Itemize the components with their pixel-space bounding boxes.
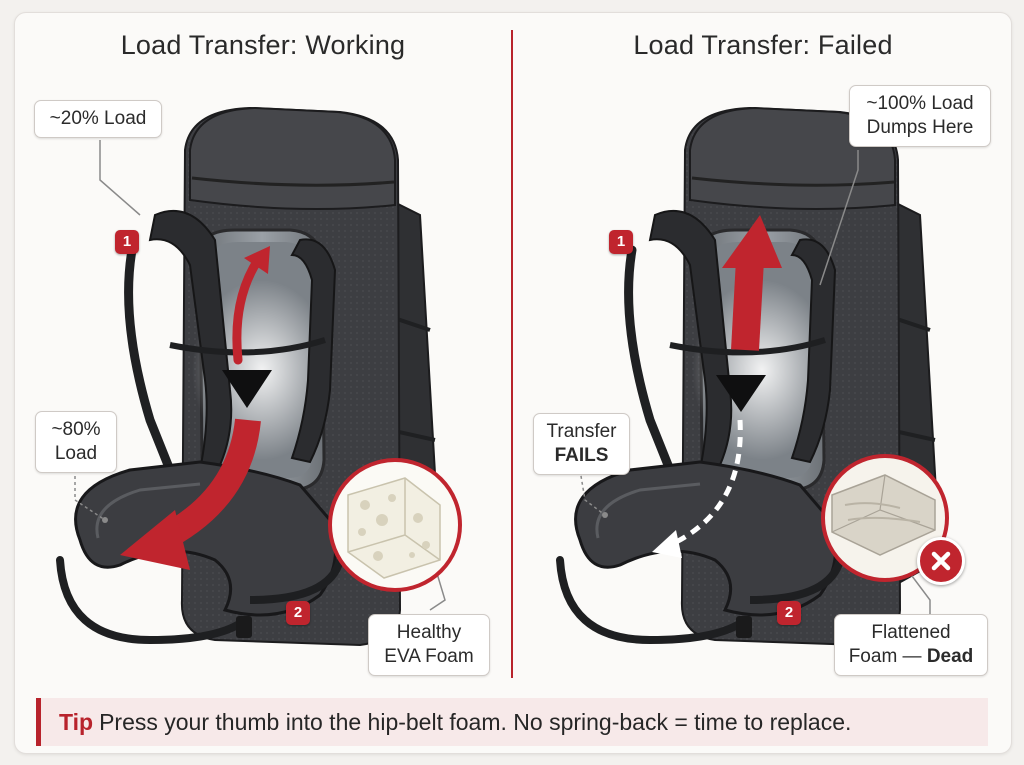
right-panel-title: Load Transfer: Failed bbox=[633, 30, 893, 60]
callout-fails-line2: FAILS bbox=[554, 445, 609, 466]
callout-healthy-line2: EVA Foam bbox=[384, 646, 474, 667]
right-badge-1: 1 bbox=[609, 230, 633, 254]
callout-80-percent-load: ~80% Load bbox=[35, 411, 117, 473]
callout-dead-line1: Flattened bbox=[871, 622, 951, 643]
left-badge-1: 1 bbox=[115, 230, 139, 254]
callout-20-percent-load: ~20% Load bbox=[34, 100, 162, 138]
callout-healthy-foam: Healthy EVA Foam bbox=[368, 614, 490, 676]
callout-80-line2: Load bbox=[54, 443, 98, 464]
x-mark-icon bbox=[917, 537, 965, 585]
callout-100-percent-load: ~100% Load Dumps Here bbox=[849, 85, 991, 147]
right-backpack bbox=[556, 106, 949, 647]
callout-100-line2: Dumps Here bbox=[866, 117, 974, 138]
tip-label: Tip bbox=[59, 709, 94, 735]
panel-divider bbox=[511, 30, 513, 678]
tip-text: Press your thumb into the hip-belt foam.… bbox=[99, 709, 852, 735]
callout-healthy-line1: Healthy bbox=[396, 622, 462, 643]
callout-dead-prefix: Foam — bbox=[848, 646, 927, 667]
left-panel-title: Load Transfer: Working bbox=[120, 30, 406, 60]
callout-100-line1: ~100% Load bbox=[866, 93, 974, 114]
left-backpack bbox=[56, 106, 462, 647]
callout-dead-foam: Flattened Foam — Dead bbox=[834, 614, 988, 676]
callout-fails-line1: Transfer bbox=[546, 421, 617, 442]
callout-80-line1: ~80% bbox=[51, 419, 101, 440]
callout-transfer-fails: Transfer FAILS bbox=[533, 413, 630, 475]
callout-dead-bold: Dead bbox=[926, 646, 974, 667]
left-badge-2: 2 bbox=[286, 601, 310, 625]
right-badge-2: 2 bbox=[777, 601, 801, 625]
callout-dead-line2: Foam — Dead bbox=[845, 645, 977, 669]
